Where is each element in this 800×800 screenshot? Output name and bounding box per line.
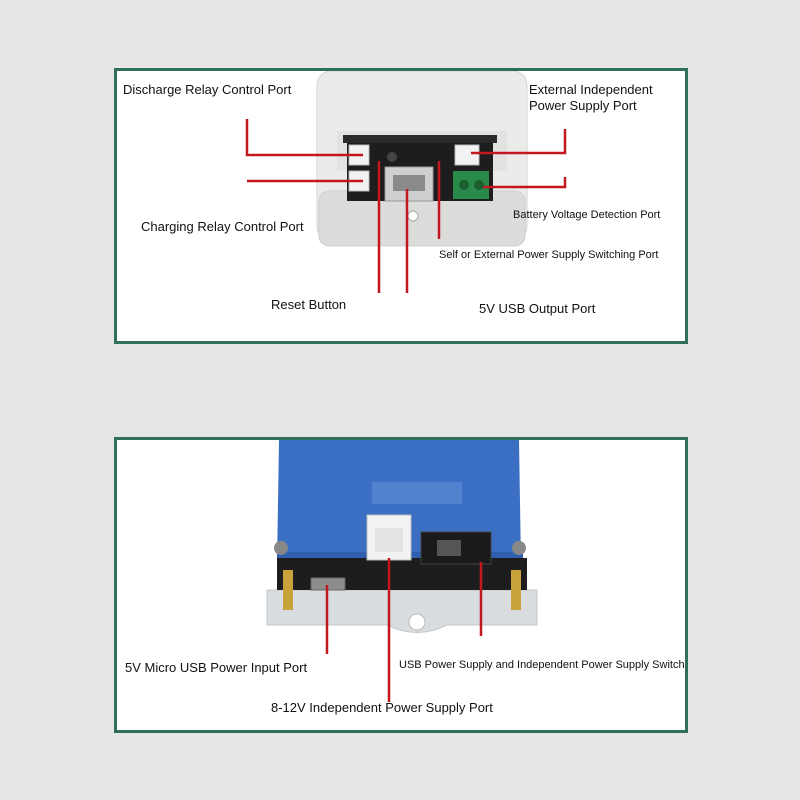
label-external-power-line2: Power Supply Port (529, 98, 637, 113)
label-charging-relay: Charging Relay Control Port (141, 219, 304, 234)
acrylic-base (266, 589, 538, 633)
label-discharge-relay: Discharge Relay Control Port (123, 82, 292, 97)
label-reset-button: Reset Button (271, 297, 347, 312)
device-top-illustration (117, 71, 685, 341)
label-usb-output: 5V USB Output Port (479, 301, 596, 316)
label-independent-port: 8-12V Independent Power Supply Port (271, 700, 493, 715)
bottom-panel: 5V Micro USB Power Input Port USB Power … (114, 437, 688, 733)
reset-button-shape (387, 152, 397, 162)
label-external-power-line1: External Independent (529, 82, 653, 97)
label-battery-voltage: Battery Voltage Detection Port (513, 209, 661, 221)
label-power-switching: Self or External Power Supply Switching … (439, 249, 659, 261)
label-micro-usb-input: 5V Micro USB Power Input Port (125, 660, 308, 675)
top-panel: Discharge Relay Control Port External In… (114, 68, 688, 344)
leader-lines (325, 558, 483, 702)
leader-lines (245, 119, 567, 293)
device-bottom-illustration (117, 440, 685, 730)
slide-switch (420, 531, 492, 565)
external-power-connector (454, 144, 480, 166)
label-supply-switch: USB Power Supply and Independent Power S… (399, 659, 685, 671)
